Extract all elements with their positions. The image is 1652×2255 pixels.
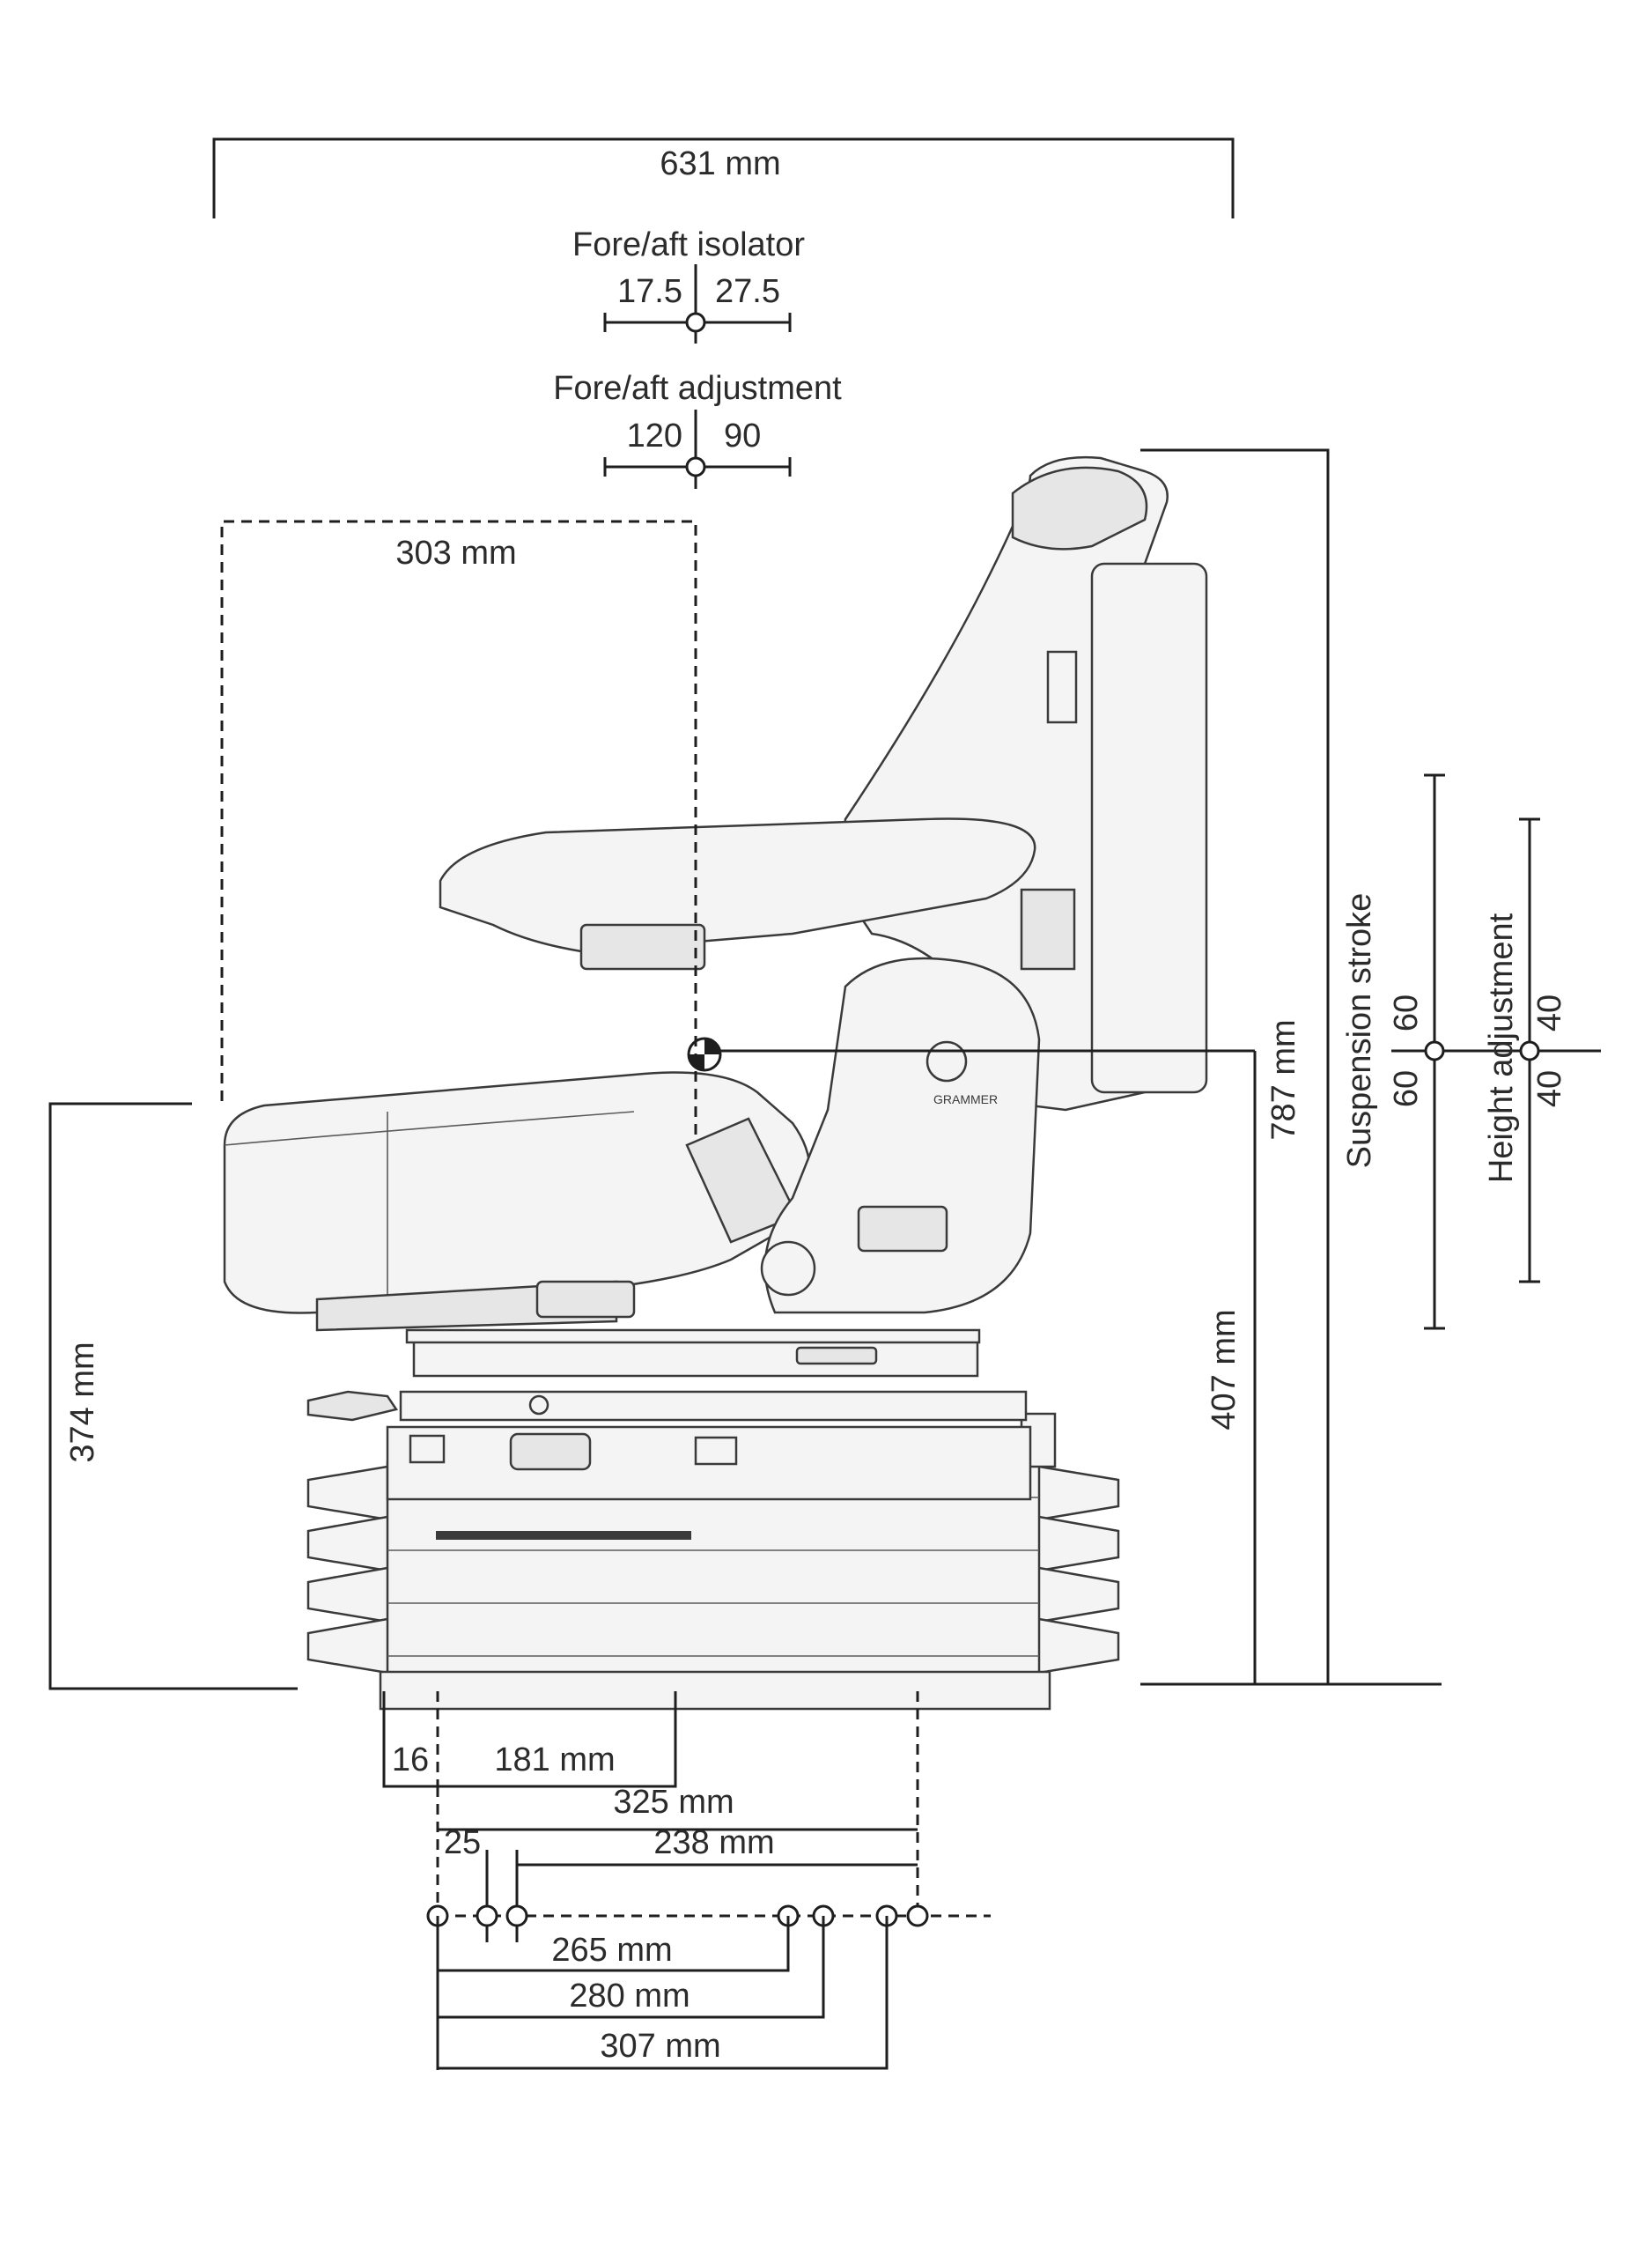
dim-787-line: [1140, 448, 1330, 1684]
dim-280-line: [438, 1916, 825, 2019]
cushion-lever: [535, 1280, 636, 1319]
label-adjustment-left: 120: [627, 418, 682, 455]
label-238: 238 mm: [653, 1824, 774, 1861]
label-16: 16: [392, 1741, 429, 1778]
base-plate: [379, 1670, 1051, 1711]
brand-logo-icon: [926, 1040, 968, 1083]
label-stroke-up: 60: [1388, 994, 1425, 1031]
label-height-adjustment: Height adjustment: [1483, 913, 1520, 1183]
label-787: 787 mm: [1265, 1019, 1302, 1140]
armrest: [439, 817, 1036, 953]
base-label-strip: [436, 1531, 691, 1540]
backrest-switch: [1046, 650, 1078, 724]
label-307: 307 mm: [600, 2028, 720, 2065]
label-adjustment-right: 90: [724, 418, 761, 455]
label-fore-aft-isolator: Fore/aft isolator: [572, 226, 805, 263]
label-25: 25: [444, 1824, 481, 1861]
pivot-hub: [760, 1240, 816, 1297]
label-407: 407 mm: [1206, 1309, 1243, 1430]
backrest-rear-panel: [1090, 562, 1208, 1094]
label-303: 303 mm: [395, 535, 516, 572]
armrest-grip: [579, 923, 706, 971]
control-box: [1020, 888, 1076, 971]
dim-631-line: [212, 137, 1235, 218]
label-stroke-down: 60: [1388, 1070, 1425, 1107]
label-height-up: 40: [1531, 994, 1568, 1031]
stroke-center-marker: [1424, 1040, 1445, 1061]
upper-rail: [412, 1339, 979, 1378]
label-631: 631 mm: [660, 145, 780, 182]
dim-303-line: [220, 520, 697, 1138]
label-280: 280 mm: [569, 1978, 690, 2015]
adjustment-center-marker: [685, 456, 706, 477]
mounting-hole-icon: [906, 1904, 929, 1927]
side-lever: [857, 1205, 948, 1253]
slide-rail: [399, 1390, 1028, 1422]
dimension-labels: 631 mm Fore/aft isolator 17.5 27.5 Fore/…: [64, 145, 1568, 2065]
label-374: 374 mm: [64, 1342, 101, 1462]
dim-374-line: [48, 1102, 298, 1690]
label-265: 265 mm: [551, 1932, 672, 1969]
label-isolator-right: 27.5: [715, 273, 780, 310]
mounting-hole-icon: [476, 1904, 498, 1927]
seat-illustration: GRAMMER: [223, 455, 1208, 1711]
label-fore-aft-adjustment: Fore/aft adjustment: [553, 370, 842, 407]
label-181: 181 mm: [494, 1741, 615, 1778]
dim-181-line: [382, 1691, 677, 1788]
housing-clip-left: [409, 1434, 446, 1464]
headrest: [1011, 466, 1148, 551]
label-325: 325 mm: [613, 1784, 734, 1821]
label-suspension-stroke: Suspension stroke: [1341, 893, 1378, 1169]
isolator-center-marker: [685, 312, 706, 333]
height-center-marker: [1519, 1040, 1540, 1061]
label-isolator-left: 17.5: [617, 273, 682, 310]
housing-clip: [694, 1436, 738, 1466]
dimension-lines: [48, 137, 1601, 2070]
label-height-down: 40: [1531, 1070, 1568, 1107]
height-lever: [509, 1432, 592, 1471]
dim-307-line: [438, 1916, 889, 2070]
brand-logo-text: GRAMMER: [933, 1092, 998, 1106]
mounting-hole-icon: [505, 1904, 528, 1927]
fore-aft-handle: [306, 1390, 399, 1422]
dim-265-line: [438, 1916, 790, 1972]
